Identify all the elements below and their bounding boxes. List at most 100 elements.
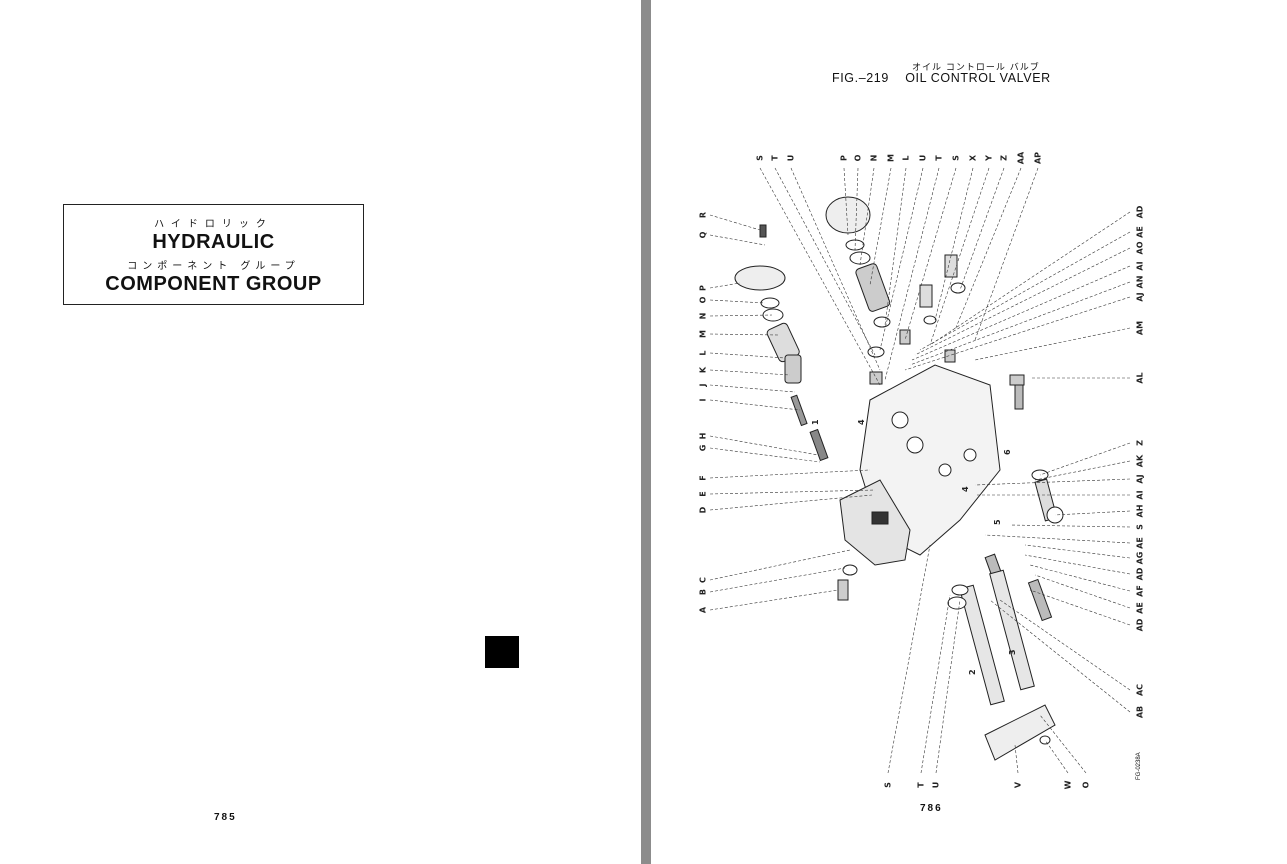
leader-line-right-15 — [1024, 544, 1131, 559]
section-title-box: ハイドロリック HYDRAULIC コンポーネント グループ COMPONENT… — [63, 204, 364, 305]
part-label-right-5: AJ — [1136, 292, 1145, 301]
part-label-top-8: U — [919, 155, 928, 162]
figure-title-jp: オイル コントロール バルブ — [912, 63, 1040, 73]
part-label-left-8: J — [699, 383, 708, 387]
leader-line-left-3 — [709, 299, 766, 304]
callout-number-2: 6 — [1003, 449, 1012, 455]
leader-line-left-14 — [709, 494, 873, 511]
part-label-top-1: T — [771, 155, 780, 161]
part-label-right-12: AH — [1136, 505, 1145, 518]
leader-line-left-2 — [709, 282, 741, 289]
leader-line-top-0 — [759, 167, 881, 386]
leader-line-top-11 — [934, 167, 974, 321]
spool-2 — [989, 569, 1035, 691]
part-label-top-0: S — [756, 155, 765, 161]
leader-line-top-5 — [859, 167, 875, 266]
part-label-left-6: L — [699, 350, 708, 355]
part-label-top-4: O — [854, 154, 863, 161]
leader-line-right-20 — [999, 599, 1131, 691]
part-label-left-2: P — [699, 285, 708, 291]
end-plate — [984, 704, 1056, 761]
part-label-right-0: AD — [1136, 205, 1145, 218]
leader-line-top-8 — [879, 167, 924, 351]
part-label-right-8: Z — [1136, 440, 1145, 446]
part-label-left-11: G — [699, 445, 708, 452]
part-label-left-0: R — [699, 212, 708, 218]
part-label-left-16: B — [699, 589, 708, 595]
part-label-top-10: S — [952, 155, 961, 161]
leader-line-left-12 — [709, 469, 871, 479]
leader-line-top-2 — [790, 167, 881, 371]
part-label-top-2: U — [787, 155, 796, 162]
leader-line-right-6 — [974, 327, 1131, 361]
part-label-bottom-5: O — [1082, 781, 1091, 788]
part-label-top-7: L — [902, 155, 911, 160]
leader-line-top-12 — [929, 167, 990, 346]
page-gutter — [641, 0, 651, 864]
leader-line-right-21 — [989, 599, 1131, 713]
callout-number-3: 1 — [811, 419, 820, 425]
callout-number-5: 3 — [1008, 649, 1017, 655]
part-label-right-7: AL — [1136, 372, 1145, 383]
leader-line-top-7 — [884, 167, 907, 326]
part-label-top-6: M — [887, 154, 896, 162]
part-label-top-9: T — [935, 155, 944, 161]
part-label-top-12: Y — [985, 155, 994, 162]
leader-line-right-0 — [929, 211, 1131, 346]
part-label-top-15: AP — [1034, 152, 1043, 164]
leader-line-left-17 — [709, 589, 839, 611]
leader-line-top-9 — [884, 167, 940, 381]
part-label-left-12: F — [699, 475, 708, 480]
part-label-right-19: AD — [1136, 618, 1145, 631]
part-label-bottom-2: U — [932, 782, 941, 789]
leader-line-right-17 — [1029, 564, 1131, 592]
callout-number-6: 4 — [961, 486, 970, 492]
part-label-top-3: P — [840, 155, 849, 161]
part-label-left-5: M — [699, 330, 708, 338]
leader-line-top-6 — [869, 167, 892, 286]
leader-line-right-16 — [1024, 554, 1131, 575]
leader-line-top-10 — [904, 167, 957, 341]
part-label-right-18: AE — [1136, 602, 1145, 614]
callout-number-0: 4 — [857, 419, 866, 425]
leader-line-left-0 — [709, 214, 761, 231]
part-label-left-4: N — [699, 313, 708, 320]
title-hydraulic: HYDRAULIC — [152, 231, 275, 253]
leader-line-top-4 — [854, 167, 859, 251]
page-number-left: 785 — [214, 812, 237, 823]
part-label-left-14: D — [699, 506, 708, 513]
leader-line-bottom-3 — [1014, 744, 1019, 774]
part-label-right-16: AD — [1136, 567, 1145, 580]
top-cover — [825, 196, 871, 234]
part-label-left-1: Q — [699, 231, 708, 238]
leader-line-top-15 — [974, 167, 1039, 341]
part-label-right-20: AC — [1136, 684, 1145, 696]
part-label-right-10: AJ — [1136, 474, 1145, 483]
leader-line-left-15 — [709, 549, 851, 581]
part-label-right-2: AO — [1136, 241, 1145, 254]
leader-line-left-9 — [709, 399, 801, 411]
part-label-top-11: X — [969, 154, 978, 161]
callout-number-4: 2 — [968, 669, 977, 675]
part-label-left-9: I — [699, 398, 708, 401]
part-label-right-17: AF — [1136, 585, 1145, 597]
leader-line-right-2 — [914, 247, 1131, 356]
leader-line-right-14 — [984, 534, 1131, 544]
leader-line-left-1 — [709, 234, 766, 246]
part-label-top-14: AA — [1017, 151, 1026, 164]
part-label-right-21: AB — [1136, 706, 1145, 718]
part-label-left-17: A — [699, 606, 708, 613]
part-label-right-14: AE — [1136, 537, 1145, 549]
part-label-right-1: AE — [1136, 226, 1145, 238]
leader-line-right-4 — [909, 281, 1131, 366]
leader-line-right-9 — [1034, 460, 1131, 481]
leader-line-right-8 — [1039, 442, 1131, 476]
part-label-left-13: E — [699, 491, 708, 496]
leader-line-right-19 — [1029, 589, 1131, 626]
leader-line-left-13 — [709, 489, 876, 495]
leader-line-left-5 — [709, 333, 779, 336]
leader-line-top-13 — [959, 167, 1005, 291]
leader-line-bottom-5 — [1039, 714, 1087, 774]
leader-line-left-6 — [709, 352, 786, 359]
